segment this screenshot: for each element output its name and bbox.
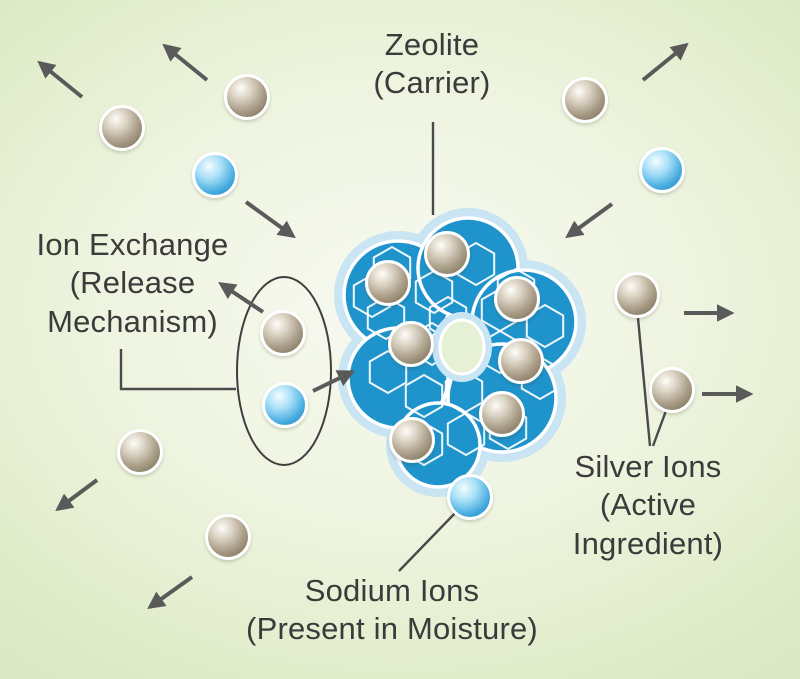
sodium-pointer-line	[398, 508, 460, 572]
silver-ions-label-line2: (Active	[599, 487, 697, 523]
arrow-icon	[147, 575, 194, 610]
arrow-icon	[37, 60, 84, 99]
arrow-icon	[244, 200, 296, 239]
silver-ion-sphere	[205, 514, 251, 560]
sodium-ion-sphere	[192, 152, 238, 198]
silver-ion-sphere	[388, 321, 434, 367]
silver-pointer-line-1	[636, 317, 652, 447]
silver-ion-sphere	[498, 338, 544, 384]
silver-ion-sphere	[389, 417, 435, 463]
silver-pointer-line-2	[651, 407, 669, 447]
arrow-icon	[162, 43, 209, 82]
sodium-ion-sphere	[262, 382, 308, 428]
silver-ion-sphere	[365, 260, 411, 306]
silver-ion-sphere	[99, 105, 145, 151]
arrow-icon	[565, 202, 614, 239]
zeolite-label-line1: Zeolite	[384, 27, 480, 62]
zeolite-label: Zeolite (Carrier)	[332, 26, 532, 103]
ion-exchange-label-line2: (Release	[69, 265, 196, 301]
ion-exchange-label-line1: Ion Exchange	[36, 227, 229, 262]
silver-ion-sphere	[117, 429, 163, 475]
zeolite-label-line2: (Carrier)	[373, 65, 491, 101]
sodium-ions-label-line1: Sodium Ions	[304, 573, 480, 608]
arrow-icon	[55, 478, 99, 512]
sodium-ions-label-line2: (Present in Moisture)	[246, 611, 538, 647]
ion-exchange-oval	[236, 276, 332, 466]
silver-ion-sphere	[479, 391, 525, 437]
silver-ions-label: Silver Ions (Active Ingredient)	[533, 448, 763, 563]
arrow-icon	[641, 42, 689, 82]
silver-ion-sphere	[224, 74, 270, 120]
arrow-icon	[312, 370, 356, 393]
sodium-ions-label: Sodium Ions (Present in Moisture)	[212, 572, 572, 649]
silver-ion-sphere	[494, 276, 540, 322]
arrow-icon	[218, 282, 265, 314]
ion-exchange-label-line3: Mechanism)	[47, 303, 218, 339]
silver-ion-sphere	[260, 310, 306, 356]
silver-ions-label-line3: Ingredient)	[572, 525, 724, 561]
sodium-ion-sphere	[639, 147, 685, 193]
ion-exchange-label: Ion Exchange (Release Mechanism)	[10, 226, 255, 341]
silver-ion-sphere	[562, 77, 608, 123]
silver-ion-sphere	[614, 272, 660, 318]
zeolite-pore	[438, 318, 486, 376]
silver-ions-label-line1: Silver Ions	[574, 449, 722, 484]
sodium-ion-sphere	[447, 474, 493, 520]
silver-ion-sphere	[424, 231, 470, 277]
ion-exchange-pointer-line	[119, 349, 236, 391]
silver-ion-sphere	[649, 367, 695, 413]
